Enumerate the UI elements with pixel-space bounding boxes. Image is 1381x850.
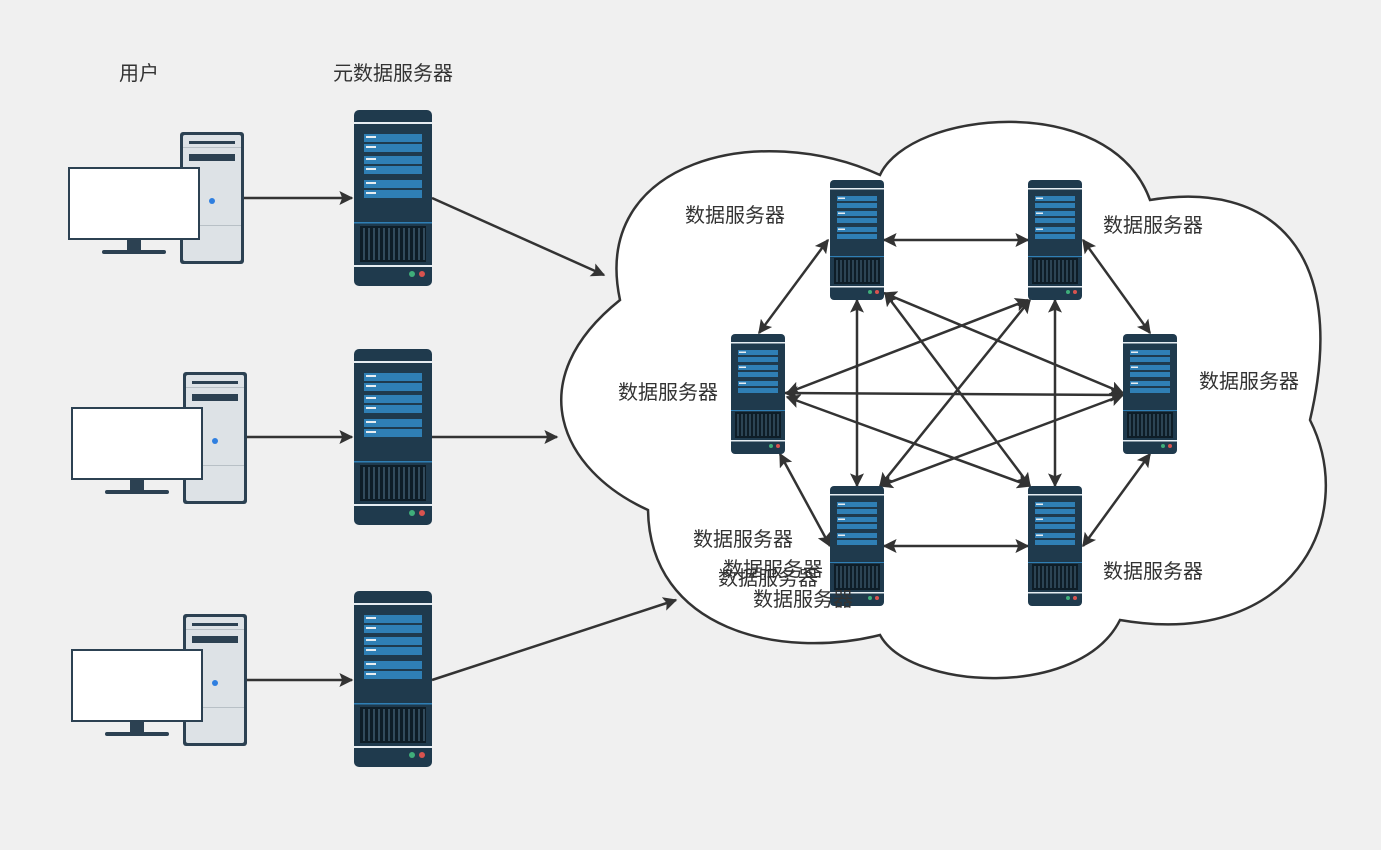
server-link-arrow bbox=[1081, 452, 1152, 548]
metadata-server-icon bbox=[353, 348, 433, 526]
data-server-label: 数据服务器 bbox=[1103, 559, 1203, 583]
data-server-icon bbox=[1027, 179, 1083, 301]
metadata-server-icon bbox=[353, 109, 433, 287]
data-server-icon bbox=[1122, 333, 1178, 455]
server-link-arrow bbox=[757, 238, 830, 335]
server-link-arrow bbox=[1081, 238, 1152, 335]
data-server-label: 数据服务器 bbox=[1199, 369, 1299, 393]
metadata-to-cloud-arrow bbox=[431, 597, 678, 682]
user-computer-icon bbox=[71, 372, 247, 504]
server-link-arrow bbox=[879, 298, 1031, 488]
data-server-label: 数据服务器 bbox=[1103, 213, 1203, 237]
data-server-label: 数据服务器 bbox=[693, 527, 793, 551]
metadata-to-cloud-arrow bbox=[431, 196, 606, 277]
data-server-icon bbox=[1027, 485, 1083, 607]
metadata-servers-title: 元数据服务器 bbox=[333, 61, 453, 85]
users-title: 用户 bbox=[119, 61, 159, 85]
data-server-label: 数据服务器 bbox=[723, 557, 823, 581]
metadata-server-icon bbox=[353, 590, 433, 768]
data-server-icon bbox=[730, 333, 786, 455]
user-computer-icon bbox=[68, 132, 244, 264]
data-server-label: 数据服务器 bbox=[753, 587, 853, 611]
data-server-label: 数据服务器 bbox=[618, 380, 718, 404]
data-server-label: 数据服务器 bbox=[685, 203, 785, 227]
data-server-label: 数据服务器 bbox=[718, 566, 818, 590]
data-server-icon bbox=[829, 179, 885, 301]
user-computer-icon bbox=[71, 614, 247, 746]
